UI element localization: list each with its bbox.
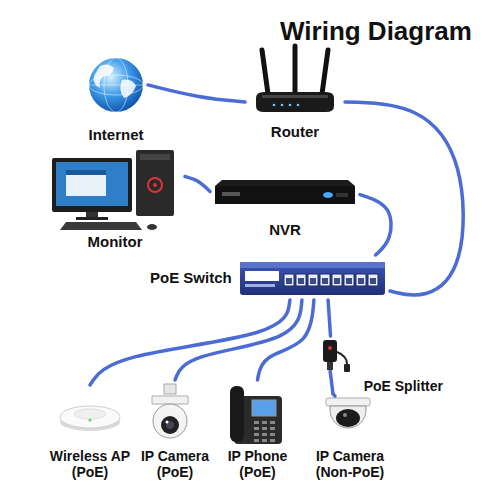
network-cable bbox=[360, 195, 391, 255]
globe-icon bbox=[89, 58, 143, 112]
device-label: NVR bbox=[269, 221, 301, 238]
device-node: PoE Splitter bbox=[318, 336, 443, 394]
ptz-camera-icon bbox=[152, 384, 188, 438]
title-area: Wiring Diagram bbox=[280, 16, 472, 47]
device-label: PoE Splitter bbox=[364, 378, 443, 394]
device-label: Wireless AP (PoE) bbox=[45, 448, 135, 480]
network-cable bbox=[345, 102, 463, 295]
ip-phone-icon bbox=[230, 386, 282, 444]
device-label: IP Camera (PoE) bbox=[135, 448, 215, 480]
device-node: Internet bbox=[84, 55, 148, 143]
device-label: Internet bbox=[88, 126, 143, 143]
device-label: Router bbox=[271, 123, 319, 140]
network-cable bbox=[328, 300, 330, 336]
device-node: Router bbox=[245, 40, 345, 140]
network-cable bbox=[333, 394, 335, 396]
router-icon bbox=[256, 46, 334, 112]
computer-icon bbox=[52, 150, 174, 230]
device-label: Monitor bbox=[88, 233, 143, 250]
device-node: PoE Switch bbox=[150, 255, 390, 300]
wireless-ap-icon bbox=[60, 406, 120, 431]
device-label: IP Phone (PoE) bbox=[220, 448, 295, 480]
nvr-icon bbox=[215, 180, 355, 204]
device-node: IP Phone (PoE) bbox=[216, 380, 299, 480]
device-node: IP Camera (PoE) bbox=[131, 380, 219, 480]
network-cable bbox=[185, 177, 210, 192]
device-node: Monitor bbox=[45, 145, 185, 250]
network-cable bbox=[175, 300, 302, 380]
device-label: PoE Switch bbox=[150, 269, 232, 286]
network-cable bbox=[258, 300, 314, 380]
poe-splitter-icon bbox=[323, 340, 350, 394]
device-node: IP Camera (Non-PoE) bbox=[300, 396, 400, 480]
device-node: NVR bbox=[210, 176, 360, 238]
poe-switch-icon bbox=[240, 262, 385, 295]
dome-camera-icon bbox=[326, 398, 370, 428]
device-label: IP Camera (Non-PoE) bbox=[308, 448, 393, 480]
diagram-title: Wiring Diagram bbox=[280, 16, 472, 47]
device-node: Wireless AP (PoE) bbox=[41, 385, 139, 480]
network-cable bbox=[148, 85, 245, 102]
